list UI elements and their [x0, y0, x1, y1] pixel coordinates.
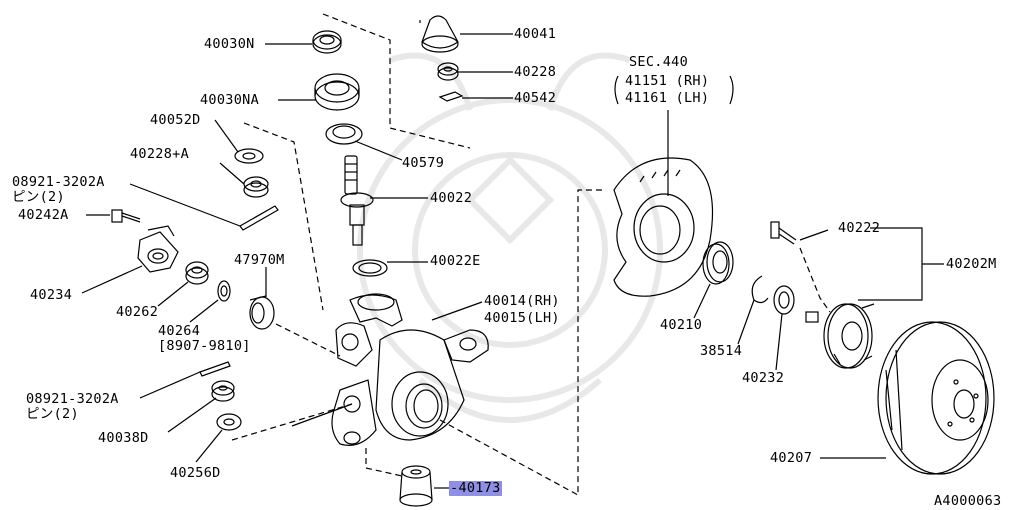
- cotter-pin-bottom-drawing: [199, 361, 231, 377]
- label-40210[interactable]: 40210: [660, 317, 703, 333]
- label-40041[interactable]: 40041: [514, 26, 557, 42]
- label-40256D[interactable]: 40256D: [170, 465, 221, 481]
- label-40015-lh[interactable]: 40015(LH): [484, 310, 560, 326]
- bush-40173-drawing: [399, 465, 433, 507]
- label-pin-top: ピン(2): [12, 189, 65, 205]
- label-08921-3202A-bottom[interactable]: 08921-3202A: [26, 391, 119, 407]
- leader-08921-top: [129, 183, 241, 227]
- shaft-40022-drawing: [340, 155, 374, 246]
- label-08921-3202A-top[interactable]: 08921-3202A: [12, 174, 105, 190]
- label-40242A[interactable]: 40242A: [18, 207, 69, 223]
- disc-rotor-40207-drawing: [877, 321, 995, 475]
- washer-40256D-drawing: [216, 413, 242, 431]
- label-40202M[interactable]: 40202M: [946, 256, 997, 272]
- label-40264-range: [8907-9810]: [158, 338, 251, 354]
- label-40234[interactable]: 40234: [30, 287, 73, 303]
- cotter-pin-top-drawing: [239, 205, 279, 231]
- bracket-right: [729, 75, 734, 105]
- label-40022E[interactable]: 40022E: [430, 253, 481, 269]
- label-40052D[interactable]: 40052D: [150, 112, 201, 128]
- label-40264[interactable]: 40264: [158, 323, 201, 339]
- label-38514[interactable]: 38514: [700, 343, 743, 359]
- label-40030N[interactable]: 40030N: [204, 36, 255, 52]
- washer-40264-drawing: [217, 280, 231, 302]
- bearing-40030N-drawing: [312, 30, 342, 54]
- leader-40038D: [167, 397, 217, 433]
- washer-40022E-drawing: [352, 259, 388, 277]
- bolt-40242A-drawing: [111, 209, 141, 223]
- dashed-guide-top: [322, 13, 471, 149]
- label-sec440[interactable]: SEC.440: [629, 54, 688, 70]
- label-40542[interactable]: 40542: [514, 90, 557, 106]
- seal-40579-drawing: [325, 123, 363, 145]
- label-40579[interactable]: 40579: [402, 155, 445, 171]
- label-pin-bottom: ピン(2): [26, 406, 79, 422]
- leader-40228A: [219, 162, 245, 185]
- label-40228[interactable]: 40228: [514, 64, 557, 80]
- nut-40038D-drawing: [211, 380, 235, 402]
- label-40228A[interactable]: 40228+A: [130, 146, 189, 162]
- leader-40264: [189, 299, 219, 323]
- label-40014-rh[interactable]: 40014(RH): [484, 293, 560, 309]
- leader-40262: [157, 281, 189, 307]
- label-40030NA[interactable]: 40030NA: [200, 92, 259, 108]
- label-40262[interactable]: 40262: [116, 304, 159, 320]
- bracket-40234-drawing: [137, 225, 179, 273]
- nut-40228A-drawing: [243, 176, 269, 198]
- backing-plate-drawing: [613, 157, 713, 297]
- watermark-emblem: [357, 52, 663, 423]
- label-40173-text: 40173: [458, 480, 501, 496]
- label-40207[interactable]: 40207: [770, 450, 813, 466]
- washer-40052D-drawing: [234, 148, 264, 164]
- bearing-40210-drawing: [702, 241, 734, 285]
- diagram-code: A4000063: [934, 493, 1002, 509]
- nut-40228-drawing: [437, 62, 459, 81]
- label-40022[interactable]: 40022: [430, 190, 473, 206]
- label-40232[interactable]: 40232: [742, 370, 785, 386]
- bracket-left: [614, 75, 619, 105]
- bearing-40030NA-drawing: [314, 73, 360, 111]
- nut-40262-drawing: [185, 261, 209, 285]
- label-40222[interactable]: 40222: [838, 220, 881, 236]
- label-41151-rh[interactable]: 41151 (RH): [625, 73, 710, 89]
- hub-40202M-drawing: [805, 303, 875, 369]
- knuckle-40014-drawing: [331, 293, 489, 446]
- collar-47970M-drawing: [249, 295, 275, 330]
- leader-38514: [737, 299, 755, 345]
- leader-40052D: [214, 119, 239, 153]
- leader-40256D: [195, 429, 223, 463]
- seal-40232-drawing: [773, 285, 795, 315]
- leader-40014: [431, 301, 483, 321]
- leader-40222: [799, 229, 829, 241]
- label-47970M[interactable]: 47970M: [234, 252, 285, 268]
- snap-ring-38514-drawing: [751, 275, 769, 304]
- leader-40232: [775, 313, 783, 371]
- dashed-guide-left: [243, 122, 324, 311]
- leader-40579: [354, 140, 403, 161]
- label-40173[interactable]: -40173: [449, 481, 502, 496]
- label-41161-lh[interactable]: 41161 (LH): [625, 90, 710, 106]
- leader-40210: [693, 283, 711, 319]
- washer-40542-drawing: [438, 91, 464, 102]
- leader-40202M: [858, 227, 944, 301]
- leader-08921-bottom: [139, 371, 201, 399]
- label-40173-dash: -: [450, 480, 459, 496]
- label-40038D[interactable]: 40038D: [98, 430, 149, 446]
- leader-40234: [81, 265, 143, 294]
- boot-40041-drawing: [421, 15, 459, 53]
- bolt-40222-drawing: [770, 221, 797, 245]
